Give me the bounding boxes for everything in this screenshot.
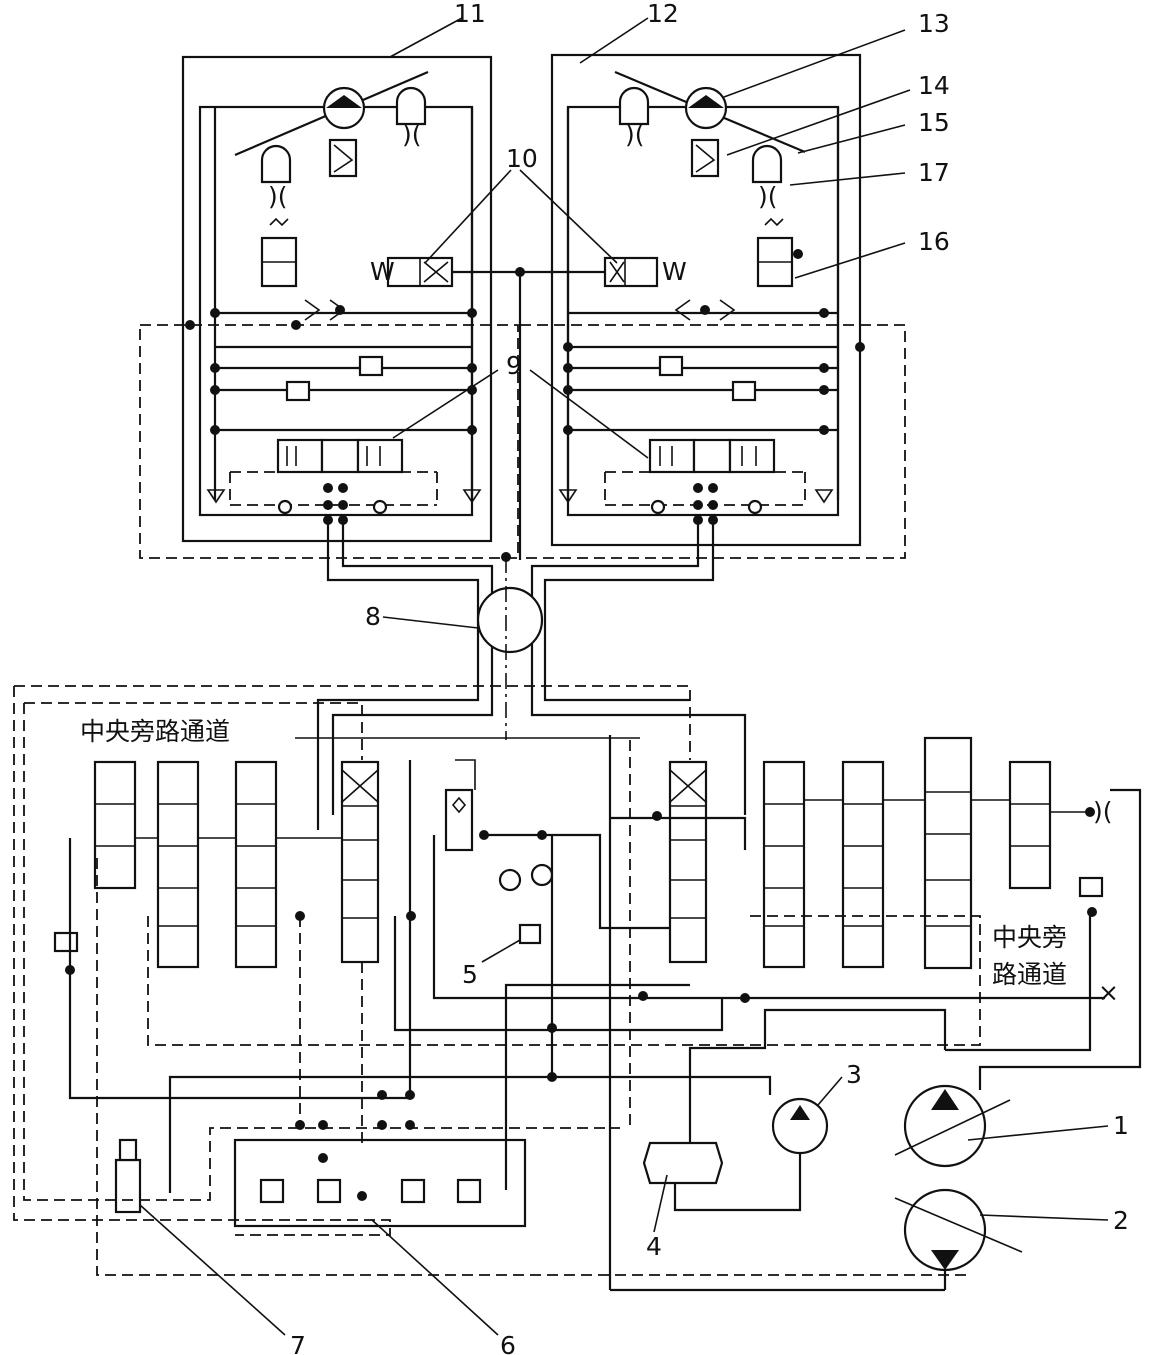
travel-spool-left (340, 760, 380, 964)
piston-left-a (395, 86, 427, 126)
travel-spool-right (668, 760, 708, 964)
callout-12: 12 (647, 0, 679, 28)
central-bypass-label-right-line2: 路通道 (992, 960, 1067, 989)
callout-2: 2 (1113, 1206, 1129, 1235)
ground-marker: × (1098, 978, 1119, 1007)
callout-8: 8 (365, 602, 381, 631)
rotation-motor-4 (642, 1141, 724, 1185)
piston-right-b (751, 144, 783, 184)
callout-leaders (139, 17, 1109, 1336)
callout-13: 13 (918, 9, 950, 38)
main-pump-1 (903, 1084, 987, 1168)
callout-15: 15 (918, 108, 950, 137)
callout-5: 5 (462, 960, 478, 989)
left-travel-motor-unit: )( )( W (139, 55, 519, 559)
svg-text:)(: )( (758, 182, 778, 211)
callout-9: 9 (506, 351, 522, 380)
text-labels: 中央旁路通道 中央旁 路通道 (80, 717, 1067, 989)
callout-numbers: 11 12 13 14 15 17 16 10 9 8 5 7 6 4 3 1 … (290, 0, 1129, 1355)
callout-14: 14 (918, 71, 950, 100)
callout-10: 10 (506, 144, 538, 173)
callout-16: 16 (918, 227, 950, 256)
right-travel-motor-unit: )( )( W (519, 53, 906, 559)
svg-text:W: W (370, 257, 395, 286)
control-valve-bank: )( (13, 685, 1142, 1292)
rotary-joint-8 (476, 586, 544, 654)
central-bypass-label-left: 中央旁路通道 (80, 717, 230, 746)
svg-text:)(: )( (268, 182, 288, 211)
svg-text:)(: )( (625, 120, 645, 149)
callout-7: 7 (290, 1331, 306, 1355)
valve-10-right (603, 256, 659, 288)
svg-text:W: W (662, 257, 687, 286)
svg-text:)(: )( (402, 120, 422, 149)
callout-6: 6 (500, 1331, 516, 1355)
svg-text:)(: )( (1093, 797, 1113, 826)
central-bypass-label-right-line1: 中央旁 (992, 923, 1067, 952)
callout-4: 4 (646, 1232, 662, 1261)
piston-right-a (618, 86, 650, 126)
callout-3: 3 (846, 1060, 862, 1089)
callout-11: 11 (454, 0, 486, 28)
piston-left-b (260, 144, 292, 184)
callout-17: 17 (918, 158, 950, 187)
callout-1: 1 (1113, 1111, 1129, 1140)
